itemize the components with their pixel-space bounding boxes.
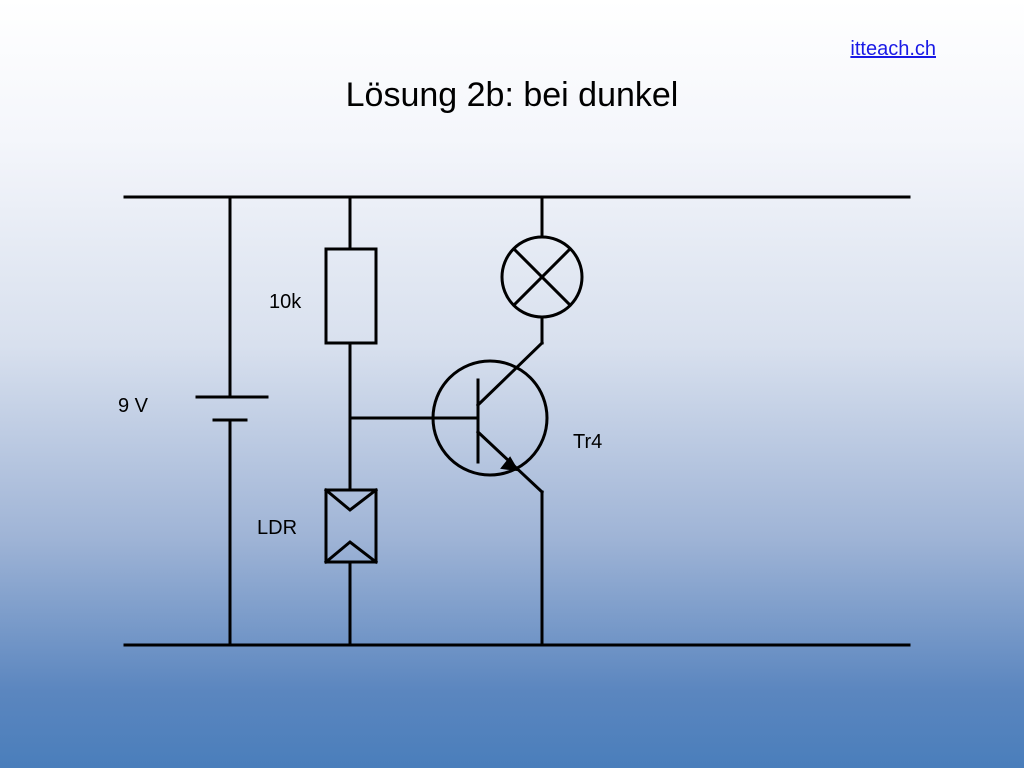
transistor-symbol — [431, 340, 549, 495]
battery-symbol — [195, 195, 269, 647]
site-link[interactable]: itteach.ch — [850, 38, 936, 60]
transistor-label: Tr4 — [573, 431, 602, 453]
ldr-symbol — [323, 487, 379, 565]
resistor-symbol — [324, 247, 378, 345]
ldr-label: LDR — [257, 517, 297, 539]
lamp-symbol — [500, 235, 584, 319]
slide-title: Lösung 2b: bei dunkel — [345, 76, 679, 114]
resistor-label: 10k — [269, 291, 302, 313]
battery-label: 9 V — [118, 395, 149, 417]
